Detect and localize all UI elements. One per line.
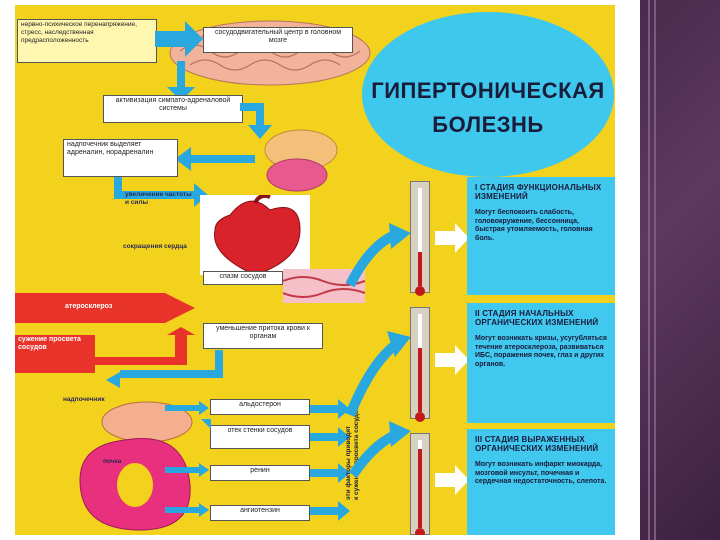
wall-edema-box: отек стенки сосудов: [210, 425, 310, 449]
arrow-down-to-kidney: [106, 350, 223, 388]
title-line2: БОЛЕЗНЬ: [432, 112, 544, 137]
thermometer-3-fill: [418, 449, 422, 528]
title-oval: [362, 12, 614, 177]
arrow-activation-to-adrenal: [240, 103, 272, 139]
heart-illustration: [200, 195, 310, 275]
arrow-adrenal-to-heart: [114, 177, 208, 207]
thermometer-2-fill: [418, 348, 422, 412]
adrenal-top-box: надпочечник выделяет адреналин, норадрен…: [63, 139, 178, 177]
stage-2-title: II СТАДИЯ НАЧАЛЬНЫХ ОРГАНИЧЕСКИХ ИЗМЕНЕН…: [475, 309, 599, 327]
blood-decrease-box: уменьшение притока крови к органам: [203, 323, 323, 349]
arrow-narrowing-to-blood: [95, 327, 195, 365]
right-arrows: [310, 399, 350, 521]
decorative-sidebar: [640, 0, 720, 540]
spasm-box: спазм сосудов: [203, 271, 283, 285]
athero-arrow: [15, 293, 195, 323]
thermometer-1: [410, 181, 430, 296]
kidney-illustration: [79, 401, 193, 531]
hormone-arrows: [165, 401, 211, 517]
thermometer-1-fill: [418, 252, 422, 286]
arrow-stress-to-center: [155, 21, 203, 57]
kidney-label: почка: [103, 458, 122, 465]
stage-1-title: I СТАДИЯ ФУНКЦИОНАЛЬНЫХ ИЗМЕНЕНИЙ: [475, 183, 602, 201]
adrenal-top-illustration: [264, 129, 338, 192]
stage-2-body: Могут возникать кризы, усугубляться тече…: [475, 335, 607, 368]
stage-3: III СТАДИЯ ВЫРАЖЕННЫХ ОРГАНИЧЕСКИХ ИЗМЕН…: [467, 429, 615, 535]
renin-box: ренин: [210, 465, 310, 481]
stage-arrows: [345, 223, 411, 478]
stage-2: II СТАДИЯ НАЧАЛЬНЫХ ОРГАНИЧЕСКИХ ИЗМЕНЕН…: [467, 303, 615, 423]
activation-box: активизация симпато-адреналовой системы: [103, 95, 243, 123]
heart-freq-label: увеличение частоты и силы: [125, 191, 192, 206]
thermo-arrow-3: [435, 465, 469, 495]
stage-3-title: III СТАДИЯ ВЫРАЖЕННЫХ ОРГАНИЧЕСКИХ ИЗМЕН…: [475, 435, 599, 453]
center-box: сосудодвигательный центр в головном мозг…: [203, 27, 353, 53]
thermometer-3: [410, 433, 430, 535]
stage-1-body: Могут беспокоить слабость, головокружени…: [475, 209, 593, 242]
slide: нервно-психическое перенапряжение, стрес…: [15, 5, 615, 535]
angiotensin-box: ангиотензин: [210, 505, 310, 521]
thermo-arrow-2: [435, 345, 469, 375]
stage-3-body: Могут возникать инфаркт миокарда, мозгов…: [475, 461, 607, 485]
thermo-arrow-1: [435, 223, 469, 253]
stress-box: нервно-психическое перенапряжение, стрес…: [17, 19, 157, 63]
arrow-to-adrenal-text: [175, 147, 255, 171]
athero-label: атеросклероз: [65, 303, 113, 310]
narrowing-box: сужение просвета сосудов: [15, 335, 95, 373]
heart-contr-label: сокращения сердца: [123, 243, 187, 250]
arrow-center-down: [167, 61, 195, 101]
adrenal-bottom-label: надпочечник: [63, 396, 105, 403]
stage-1: I СТАДИЯ ФУНКЦИОНАЛЬНЫХ ИЗМЕНЕНИЙ Могут …: [467, 177, 615, 295]
aldosterone-box: альдостерон: [210, 399, 310, 415]
thermometer-2: [410, 307, 430, 422]
title-line1: ГИПЕРТОНИЧЕСКАЯ: [371, 78, 605, 103]
